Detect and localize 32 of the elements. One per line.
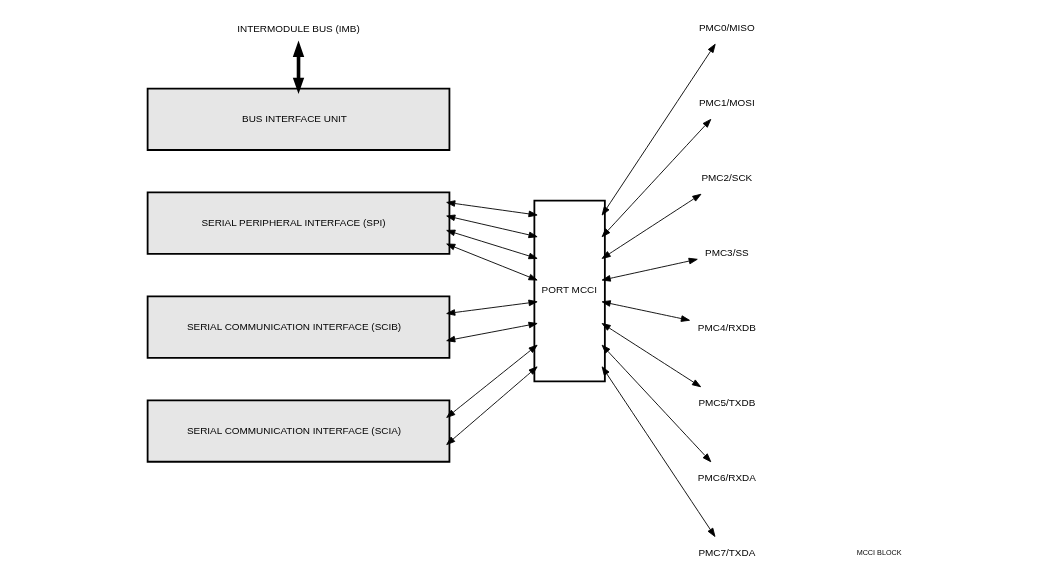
node-text: PMC0/MISO bbox=[698, 21, 755, 33]
arrow bbox=[445, 214, 538, 239]
arrow bbox=[445, 344, 538, 418]
arrow bbox=[601, 118, 711, 238]
arrow bbox=[601, 344, 711, 463]
node-text: PMC1/MOSI bbox=[698, 96, 755, 108]
arrow bbox=[601, 366, 715, 537]
arrow bbox=[445, 366, 538, 445]
arrow bbox=[445, 243, 538, 281]
arrow bbox=[445, 299, 538, 316]
arrow bbox=[601, 323, 701, 388]
node-box: SERIAL COMMUNICATION INTERFACE (SCIA) bbox=[146, 399, 450, 463]
arrow bbox=[601, 43, 716, 216]
arrow bbox=[445, 229, 538, 260]
label: MCCI BLOCK bbox=[856, 547, 902, 557]
arrow bbox=[445, 200, 538, 218]
node-box: BUS INTERFACE UNIT bbox=[146, 87, 450, 151]
node-text: PMC7/TXDA bbox=[697, 546, 755, 558]
node-text: INTERMODULE BUS (IMB) bbox=[236, 23, 360, 35]
arrow bbox=[601, 193, 701, 259]
arrow bbox=[601, 300, 690, 322]
arrow bbox=[601, 257, 698, 282]
node-text: PMC4/RXDB bbox=[697, 321, 756, 333]
arrow bbox=[292, 40, 304, 94]
node-text: PMC2/SCK bbox=[700, 171, 752, 183]
arrow bbox=[445, 321, 538, 343]
node-text: PMC6/RXDA bbox=[697, 471, 756, 483]
node-box: PORT MCCI bbox=[532, 199, 606, 383]
node-text: PMC5/TXDB bbox=[697, 396, 755, 408]
node-text: PMC3/SS bbox=[704, 246, 749, 258]
node-box: SERIAL PERIPHERAL INTERFACE (SPI) bbox=[146, 191, 450, 255]
node-box: SERIAL COMMUNICATION INTERFACE (SCIB) bbox=[146, 295, 450, 359]
